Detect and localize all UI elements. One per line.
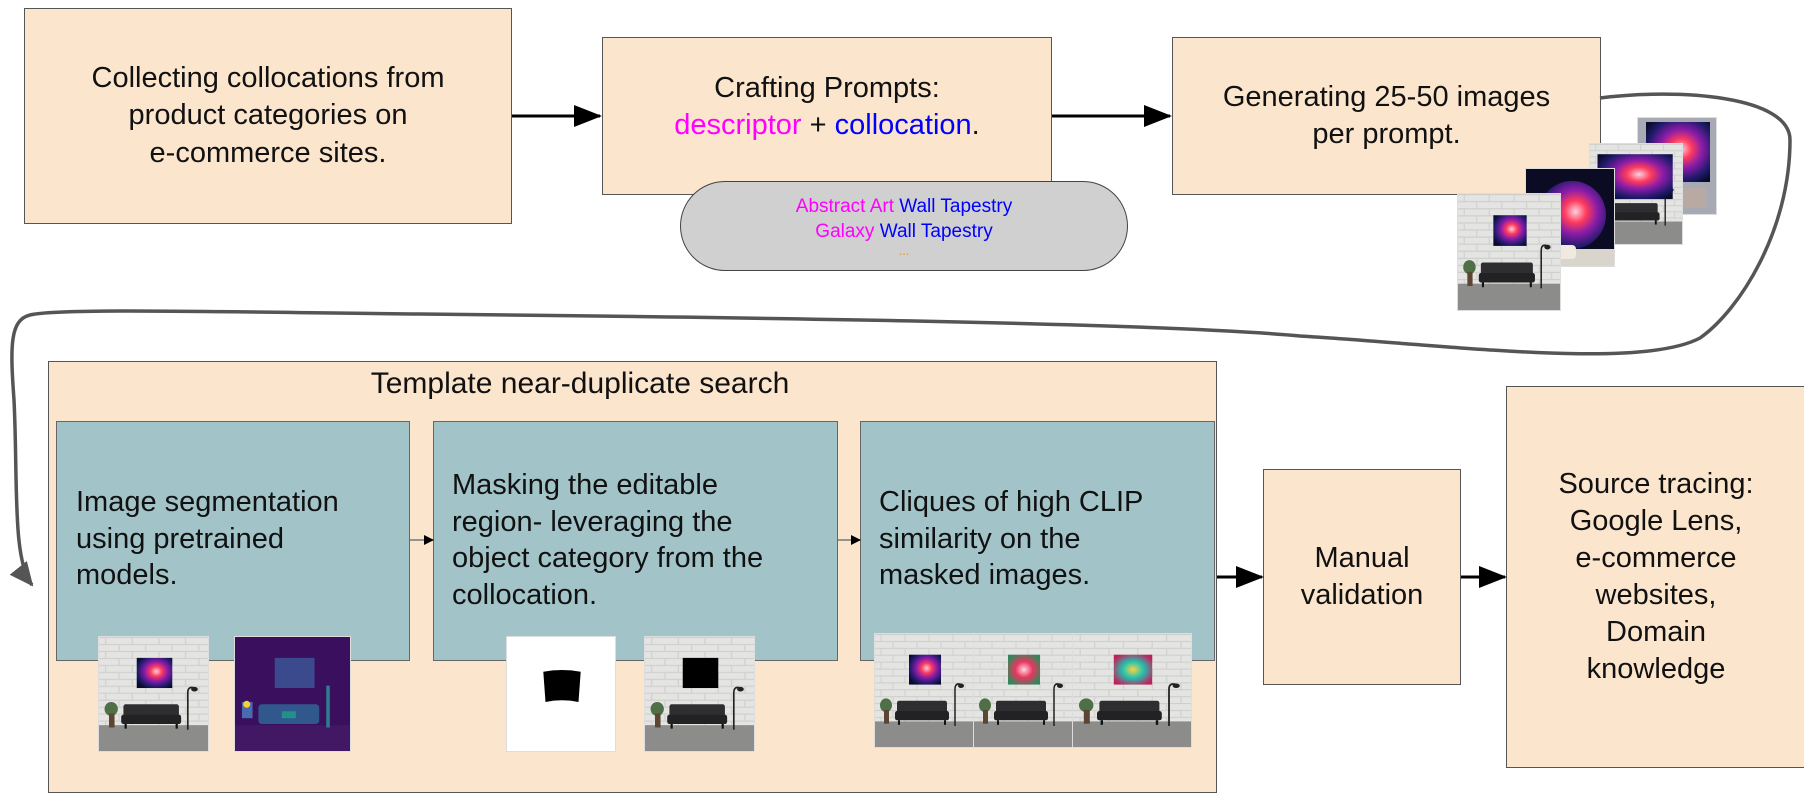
segmentation-step: Image segmentation using pretrained mode… bbox=[56, 421, 410, 661]
tracing-line-5: Domain bbox=[1606, 616, 1706, 649]
source-tracing-step: Source tracing: Google Lens, e-commerce … bbox=[1506, 386, 1804, 768]
generate-line-2: per prompt. bbox=[1312, 118, 1461, 151]
example-prompt: Galaxy Wall Tapestry bbox=[815, 220, 992, 244]
masking-step: Masking the editable region- leveraging … bbox=[433, 421, 838, 661]
room-photo-icon bbox=[99, 637, 209, 752]
room-photo-icon bbox=[645, 637, 755, 752]
masked-room-image bbox=[644, 636, 755, 752]
room-photo-icon bbox=[1458, 194, 1561, 311]
generate-line-1: Generating 25-50 images bbox=[1222, 81, 1551, 113]
masking-text: Masking the editable region- leveraging … bbox=[452, 467, 763, 613]
segmentation-map-image bbox=[234, 636, 351, 752]
example-collocation: Wall Tapestry bbox=[899, 196, 1013, 218]
plus-sign: + bbox=[801, 109, 835, 141]
prompt-formula: descriptor + collocation. bbox=[674, 107, 979, 144]
example-collocation: Wall Tapestry bbox=[879, 220, 993, 242]
masking-line-3: object category from the bbox=[452, 542, 764, 575]
craft-prompts-step: Crafting Prompts: descriptor + collocati… bbox=[602, 37, 1052, 195]
example-prompt: Abstract Art Wall Tapestry bbox=[796, 195, 1012, 219]
room-photo-icon bbox=[875, 634, 974, 748]
clip-cliques-step: Cliques of high CLIP similarity on the m… bbox=[860, 421, 1215, 661]
generated-image-1 bbox=[1457, 193, 1561, 311]
tracing-line-3: e-commerce bbox=[1575, 541, 1737, 574]
collocation-term: collocation bbox=[834, 109, 972, 141]
mask-image bbox=[506, 636, 616, 752]
segmentation-line-2: using pretrained bbox=[76, 522, 284, 555]
collect-collocations-step: Collecting collocations from product cat… bbox=[24, 8, 512, 224]
examples-ellipsis: ... bbox=[898, 242, 910, 258]
prompt-examples: Abstract Art Wall Tapestry Galaxy Wall T… bbox=[680, 181, 1128, 271]
masking-line-4: collocation. bbox=[452, 578, 598, 611]
collect-line-3: e-commerce sites. bbox=[149, 136, 387, 169]
room-photo-icon bbox=[1073, 634, 1192, 748]
segmentation-text: Image segmentation using pretrained mode… bbox=[76, 484, 339, 594]
tracing-line-1: Source tracing: bbox=[1558, 467, 1754, 500]
original-room-image bbox=[98, 636, 209, 752]
segmentation-line-3: models. bbox=[76, 559, 178, 592]
masking-line-1: Masking the editable bbox=[452, 469, 718, 501]
cliques-line-3: masked images. bbox=[879, 559, 1091, 592]
clique-image-parrot bbox=[1072, 633, 1192, 748]
example-descriptor: Abstract Art bbox=[795, 196, 894, 218]
segmentation-line-1: Image segmentation bbox=[76, 486, 339, 518]
tracing-line-2: Google Lens, bbox=[1569, 504, 1743, 537]
collect-line-1: Collecting collocations from bbox=[91, 62, 445, 95]
descriptor-term: descriptor bbox=[674, 109, 802, 141]
craft-prompts-title: Crafting Prompts: bbox=[714, 71, 940, 104]
clique-image-galaxy bbox=[874, 633, 974, 748]
cliques-line-1: Cliques of high CLIP bbox=[879, 486, 1144, 518]
cliques-text: Cliques of high CLIP similarity on the m… bbox=[879, 484, 1143, 594]
formula-period: . bbox=[971, 109, 980, 141]
loop-connector bbox=[9, 92, 1792, 587]
masking-line-2: region- leveraging the bbox=[452, 505, 733, 538]
validation-line-2: validation bbox=[1300, 579, 1424, 611]
collect-line-2: product categories on bbox=[128, 99, 408, 132]
validation-line-1: Manual bbox=[1314, 541, 1410, 574]
cliques-line-2: similarity on the bbox=[879, 522, 1081, 555]
tracing-line-6: knowledge bbox=[1586, 653, 1726, 686]
room-photo-icon bbox=[974, 634, 1073, 748]
manual-validation-step: Manual validation bbox=[1263, 469, 1461, 685]
tracing-line-4: websites, bbox=[1595, 579, 1717, 611]
example-descriptor: Galaxy bbox=[815, 220, 875, 242]
template-search-title: Template near-duplicate search bbox=[370, 367, 790, 400]
